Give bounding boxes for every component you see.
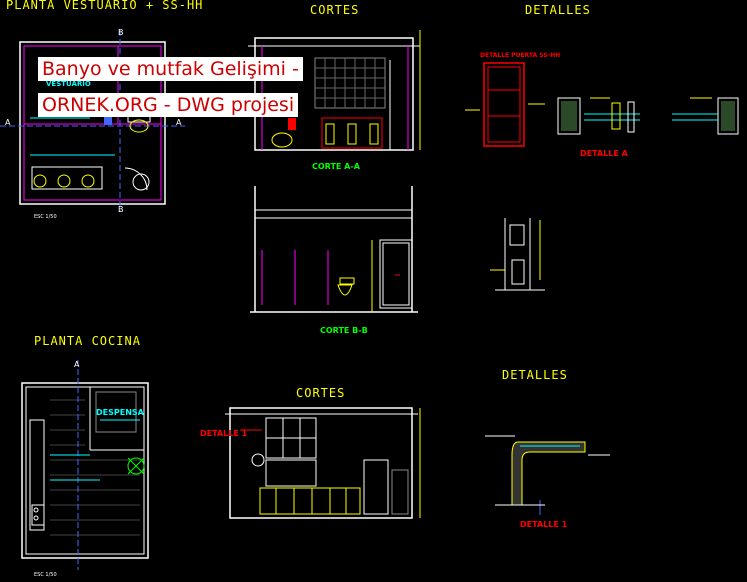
label-detalle-1-right: DETALLE 1 — [520, 520, 568, 529]
title-detalles-top: DETALLES — [525, 3, 591, 17]
detalle-section-mid — [490, 218, 545, 291]
axis-b-bottom: B — [118, 205, 124, 214]
label-detalle-1-left: DETALLE 1 — [200, 429, 248, 438]
watermark-line-2: ORNEK.ORG - DWG projesi — [38, 93, 299, 117]
axis-a-kitchen: A — [74, 360, 80, 369]
label-detalle-puerta: DETALLE PUERTA SS-HH — [480, 52, 561, 59]
axis-b-top: B — [118, 28, 124, 37]
label-despensa: DESPENSA — [96, 408, 144, 417]
title-planta-cocina: PLANTA COCINA — [34, 334, 141, 348]
title-cortes-bottom: CORTES — [296, 386, 346, 400]
section-aa — [248, 30, 421, 151]
title-detalles-bottom: DETALLES — [502, 368, 568, 382]
axis-a-right: A — [176, 118, 182, 127]
plan-cocina — [21, 360, 149, 570]
plan-vestuario — [0, 30, 185, 212]
label-detalle-a: DETALLE A — [580, 149, 628, 158]
section-bb — [250, 186, 418, 313]
label-corte-aa: CORTE A-A — [312, 162, 360, 171]
detalle-puerta-drawing — [465, 62, 545, 147]
watermark-line-1: Banyo ve mutfak Gelişimi - — [38, 57, 303, 81]
kitchen-elevation — [225, 407, 421, 519]
label-escala-2: ESC 1/50 — [34, 572, 57, 578]
title-cortes-top: CORTES — [310, 3, 360, 17]
detalle-a-drawing — [557, 97, 739, 135]
title-planta-vestuario: PLANTA VESTUARIO + SS-HH — [6, 0, 204, 12]
axis-a-left: A — [5, 118, 11, 127]
detalle-1-drawing — [485, 435, 610, 515]
label-corte-bb: CORTE B-B — [320, 326, 368, 335]
label-vestuario: VESTUARIO — [46, 80, 91, 88]
label-escala-1: ESC 1/50 — [34, 214, 57, 220]
